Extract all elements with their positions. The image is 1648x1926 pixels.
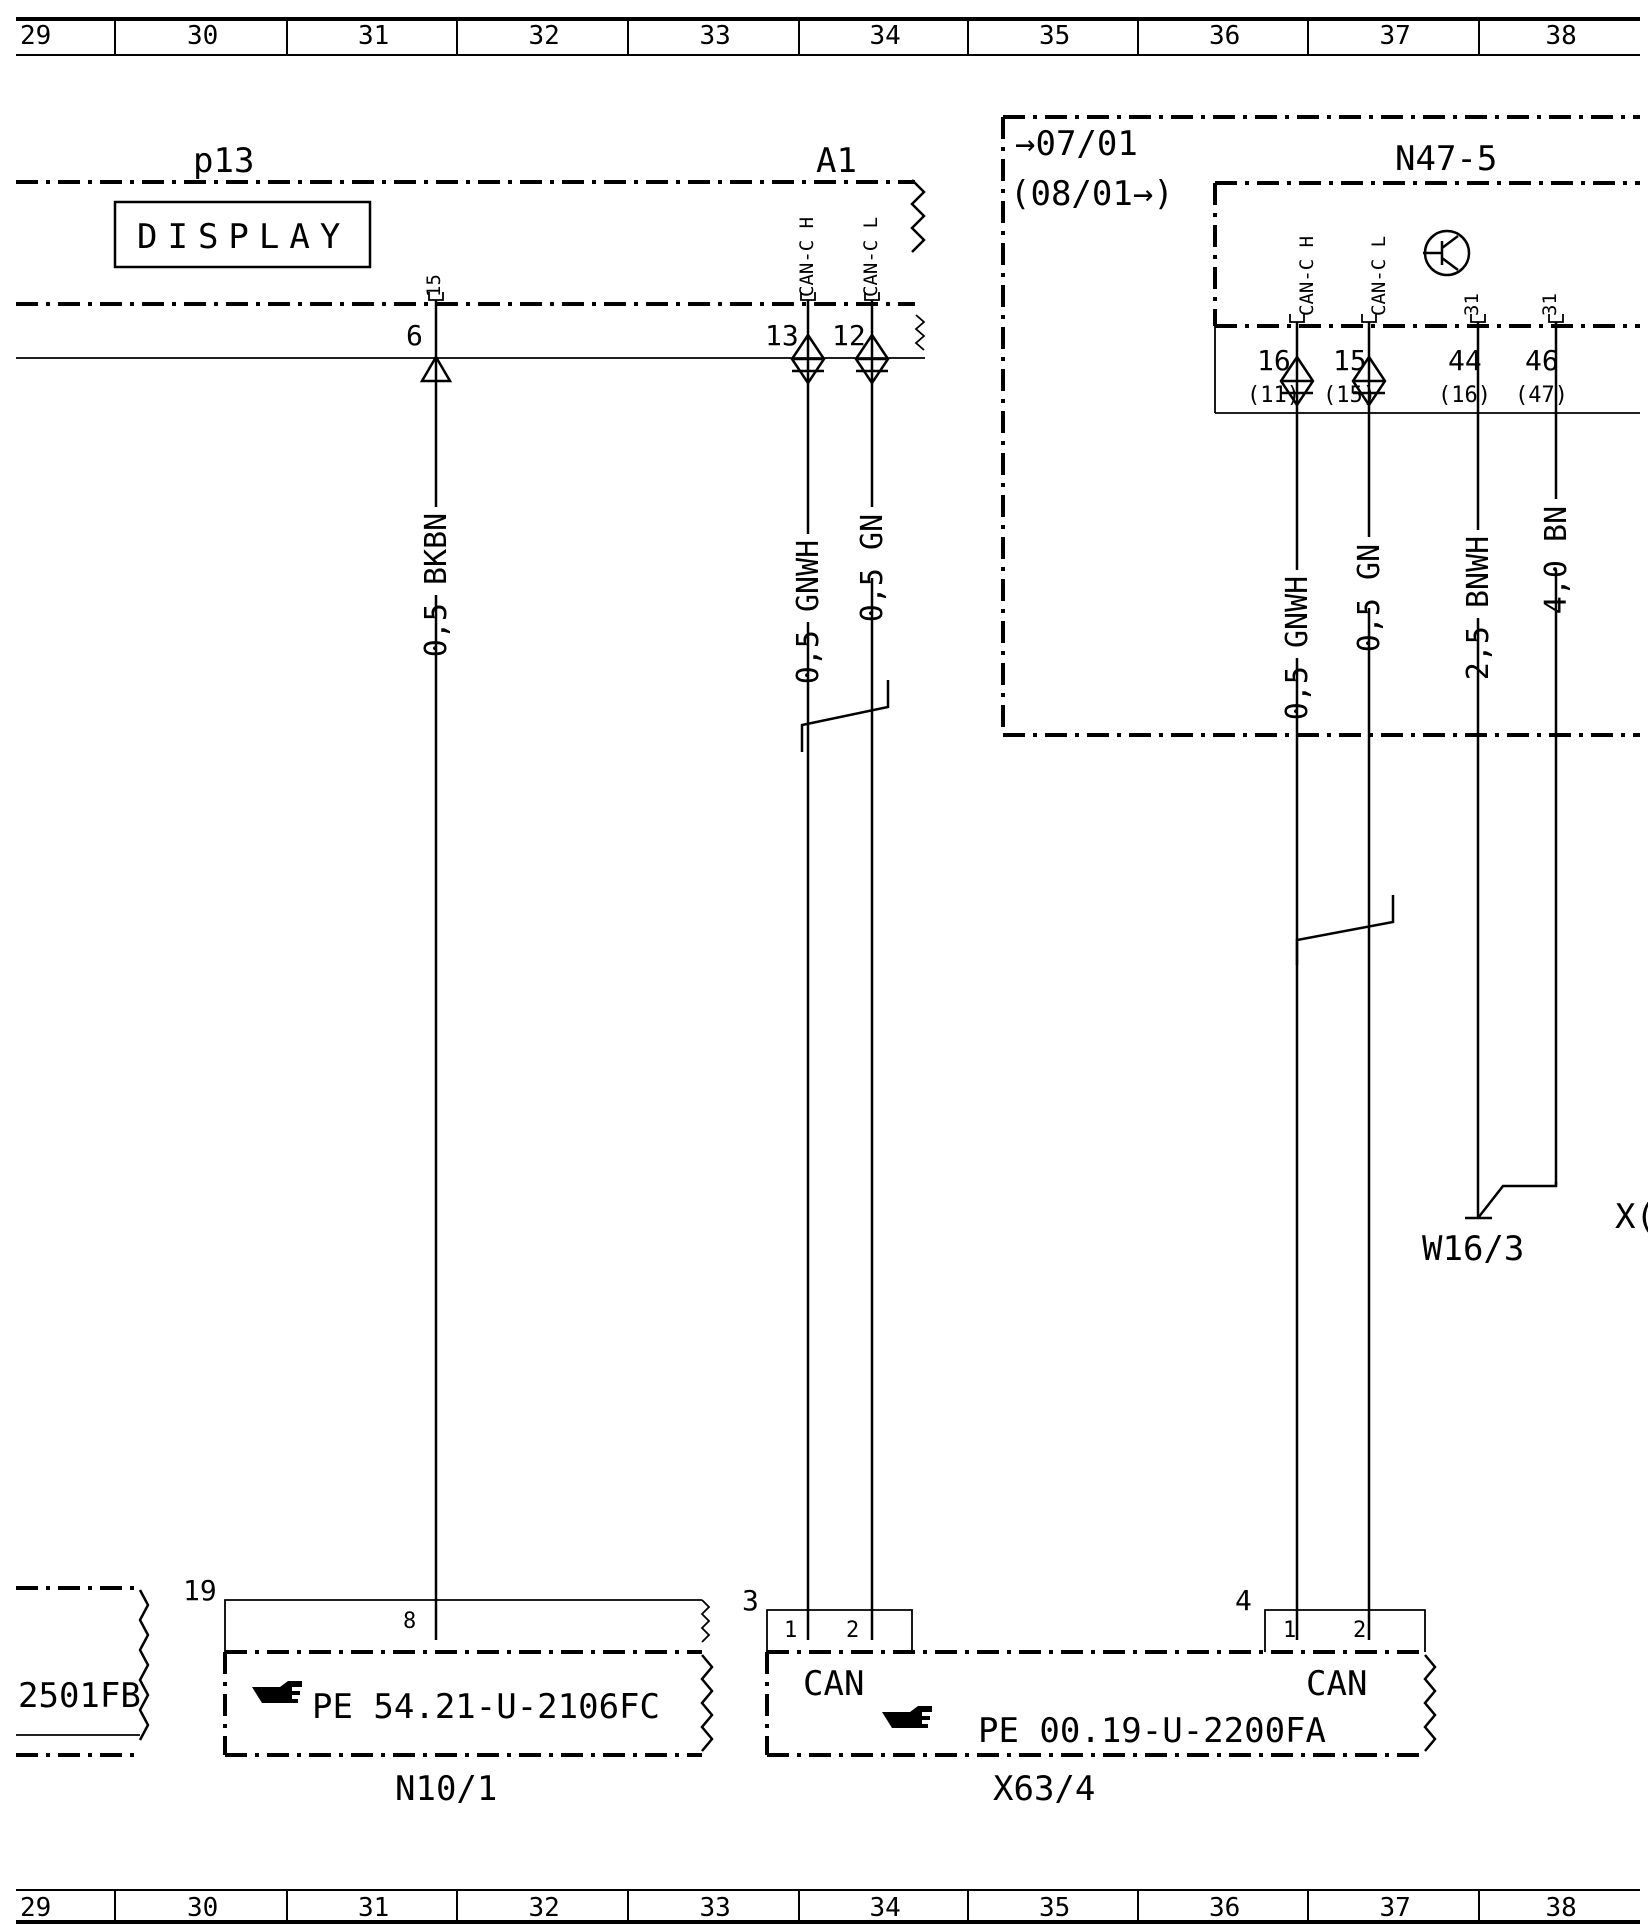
grid-column-label: 33: [700, 21, 731, 51]
component-a1: p13 A1 DISPLAY 15 CAN-C H CAN-C L: [16, 141, 926, 359]
pointing-hand-icon: [252, 1681, 302, 1703]
grid-column-label: 29: [20, 1893, 51, 1923]
edge-label: X(: [1615, 1197, 1648, 1237]
pin-label-31: 31: [1539, 293, 1561, 316]
grid-column-label: 31: [358, 21, 389, 51]
connector-number: 3: [742, 1584, 759, 1617]
alt-pin-number: (16): [1438, 383, 1491, 408]
break-symbol: [910, 179, 926, 253]
connector-symbol: [419, 354, 453, 383]
wire-label: 0,5 GNWH: [1280, 576, 1315, 721]
wire: 13 0,5 GNWH: [765, 292, 826, 1640]
component-left-ref: 2501FB: [16, 1586, 150, 1757]
grid-column-label: 35: [1039, 21, 1070, 51]
wire: 15 (15) 0,5 GN: [1323, 314, 1387, 1640]
pin-label-can-l: CAN-C L: [860, 217, 882, 297]
grid-column-label: 30: [187, 21, 218, 51]
pin-number: 2: [1353, 1618, 1366, 1643]
twisted-pair-symbol: [790, 332, 826, 386]
connector-number: 4: [1235, 1584, 1252, 1617]
grid-column-label: 36: [1209, 21, 1240, 51]
component-label-n47-5: N47-5: [1395, 139, 1497, 179]
ref-text: PE 54.21-U-2106FC: [312, 1687, 660, 1727]
pin-number: 46: [1525, 344, 1559, 377]
pin-label-31: 31: [1461, 293, 1483, 316]
break-symbol-small: [914, 314, 926, 351]
ground-label: W16/3: [1422, 1229, 1524, 1269]
display-box: [113, 200, 372, 269]
wire: 6 0,5 BKBN: [406, 292, 454, 1640]
twisted-pair-symbol: [1279, 354, 1315, 408]
grid-column-label: 38: [1546, 21, 1577, 51]
pin-number: 13: [765, 319, 799, 352]
grid-column-label: 38: [1546, 1893, 1577, 1923]
component-label-x63-4: X63/4: [993, 1769, 1095, 1809]
pin-number: 16: [1257, 344, 1291, 377]
pin-number: 6: [406, 319, 423, 352]
grid-ruler-top: 29 30 31 32 33 34 35 36 37 38: [16, 17, 1640, 56]
grid-column-label: 37: [1380, 21, 1411, 51]
wire: 44 (16) 2,5 BNWH: [1438, 314, 1496, 1185]
ref-text: 2501FB: [18, 1676, 141, 1716]
grid-column-label: 37: [1380, 1893, 1411, 1923]
pin-number: 44: [1448, 344, 1482, 377]
ref-text: PE 00.19-U-2200FA: [978, 1711, 1326, 1751]
pin-number: 8: [403, 1609, 416, 1634]
wire: 46 (47) 4,0 BN: [1515, 314, 1574, 1185]
ground-w16-3: W16/3: [1422, 1182, 1558, 1269]
component-n10-1: 19 8 PE 54.21-U-2106FC N10/1: [183, 1574, 714, 1809]
wire-label: 2,5 BNWH: [1461, 536, 1496, 681]
wire: 12 0,5 GN: [832, 292, 890, 1640]
alt-pin-number: (47): [1515, 383, 1568, 408]
grid-column-label: 31: [358, 1893, 389, 1923]
pin-number: 2: [846, 1618, 859, 1643]
twisted-pair-symbol: [854, 332, 890, 386]
wire: 16 (11) 0,5 GNWH: [1247, 314, 1315, 1640]
pin-number: 1: [1283, 1618, 1296, 1643]
pin-number: 12: [832, 319, 866, 352]
validity-to: (08/01→): [1010, 174, 1174, 214]
pin-number: 1: [784, 1618, 797, 1643]
transistor-icon: [1423, 229, 1471, 277]
pin-label-can-h: CAN-C H: [1296, 236, 1318, 316]
component-label-a1: A1: [816, 141, 857, 181]
twist-symbol: [800, 680, 890, 752]
grid-column-label: 34: [870, 1893, 901, 1923]
grid-column-label: 36: [1209, 1893, 1240, 1923]
wire-label: 0,5 GNWH: [791, 540, 826, 685]
grid-column-label: 34: [870, 21, 901, 51]
pin-label-15: 15: [423, 274, 445, 297]
can-label: CAN: [803, 1664, 864, 1704]
wire-label: 0,5 GN: [855, 514, 890, 622]
component-label-p13: p13: [193, 141, 254, 181]
grid-ruler-bottom: 29 30 31 32 33 34 35 36 37 38: [16, 1889, 1640, 1924]
twisted-pair-symbol: [1351, 354, 1387, 408]
pointing-hand-icon: [882, 1706, 932, 1728]
pin-label-can-l: CAN-C L: [1368, 236, 1390, 316]
component-x63-4: 3 1 2 4 1 2 CAN CAN PE 00.19-U-2200FA X6…: [742, 1584, 1437, 1809]
connector-number: 19: [183, 1574, 217, 1607]
component-label-n10-1: N10/1: [395, 1769, 497, 1809]
validity-from: →07/01: [1015, 124, 1138, 164]
alt-pin-number: (15): [1323, 383, 1376, 408]
wire-label: 0,5 BKBN: [419, 513, 454, 658]
alt-pin-number: (11): [1247, 383, 1300, 408]
can-label: CAN: [1306, 1664, 1367, 1704]
grid-column-label: 35: [1039, 1893, 1070, 1923]
grid-column-label: 32: [529, 21, 560, 51]
grid-column-label: 29: [20, 21, 51, 51]
grid-column-label: 32: [529, 1893, 560, 1923]
pin-label-can-h: CAN-C H: [796, 217, 818, 297]
wire-label: 4,0 BN: [1539, 506, 1574, 614]
wire-label: 0,5 GN: [1352, 544, 1387, 652]
pin-number: 15: [1333, 344, 1367, 377]
component-n47-5: →07/01 (08/01→) N47-5 CAN-C H CAN-C L 31…: [1001, 115, 1640, 737]
grid-column-label: 30: [187, 1893, 218, 1923]
grid-column-label: 33: [700, 1893, 731, 1923]
twist-symbol: [1295, 895, 1395, 965]
display-text: DISPLAY: [137, 217, 350, 257]
